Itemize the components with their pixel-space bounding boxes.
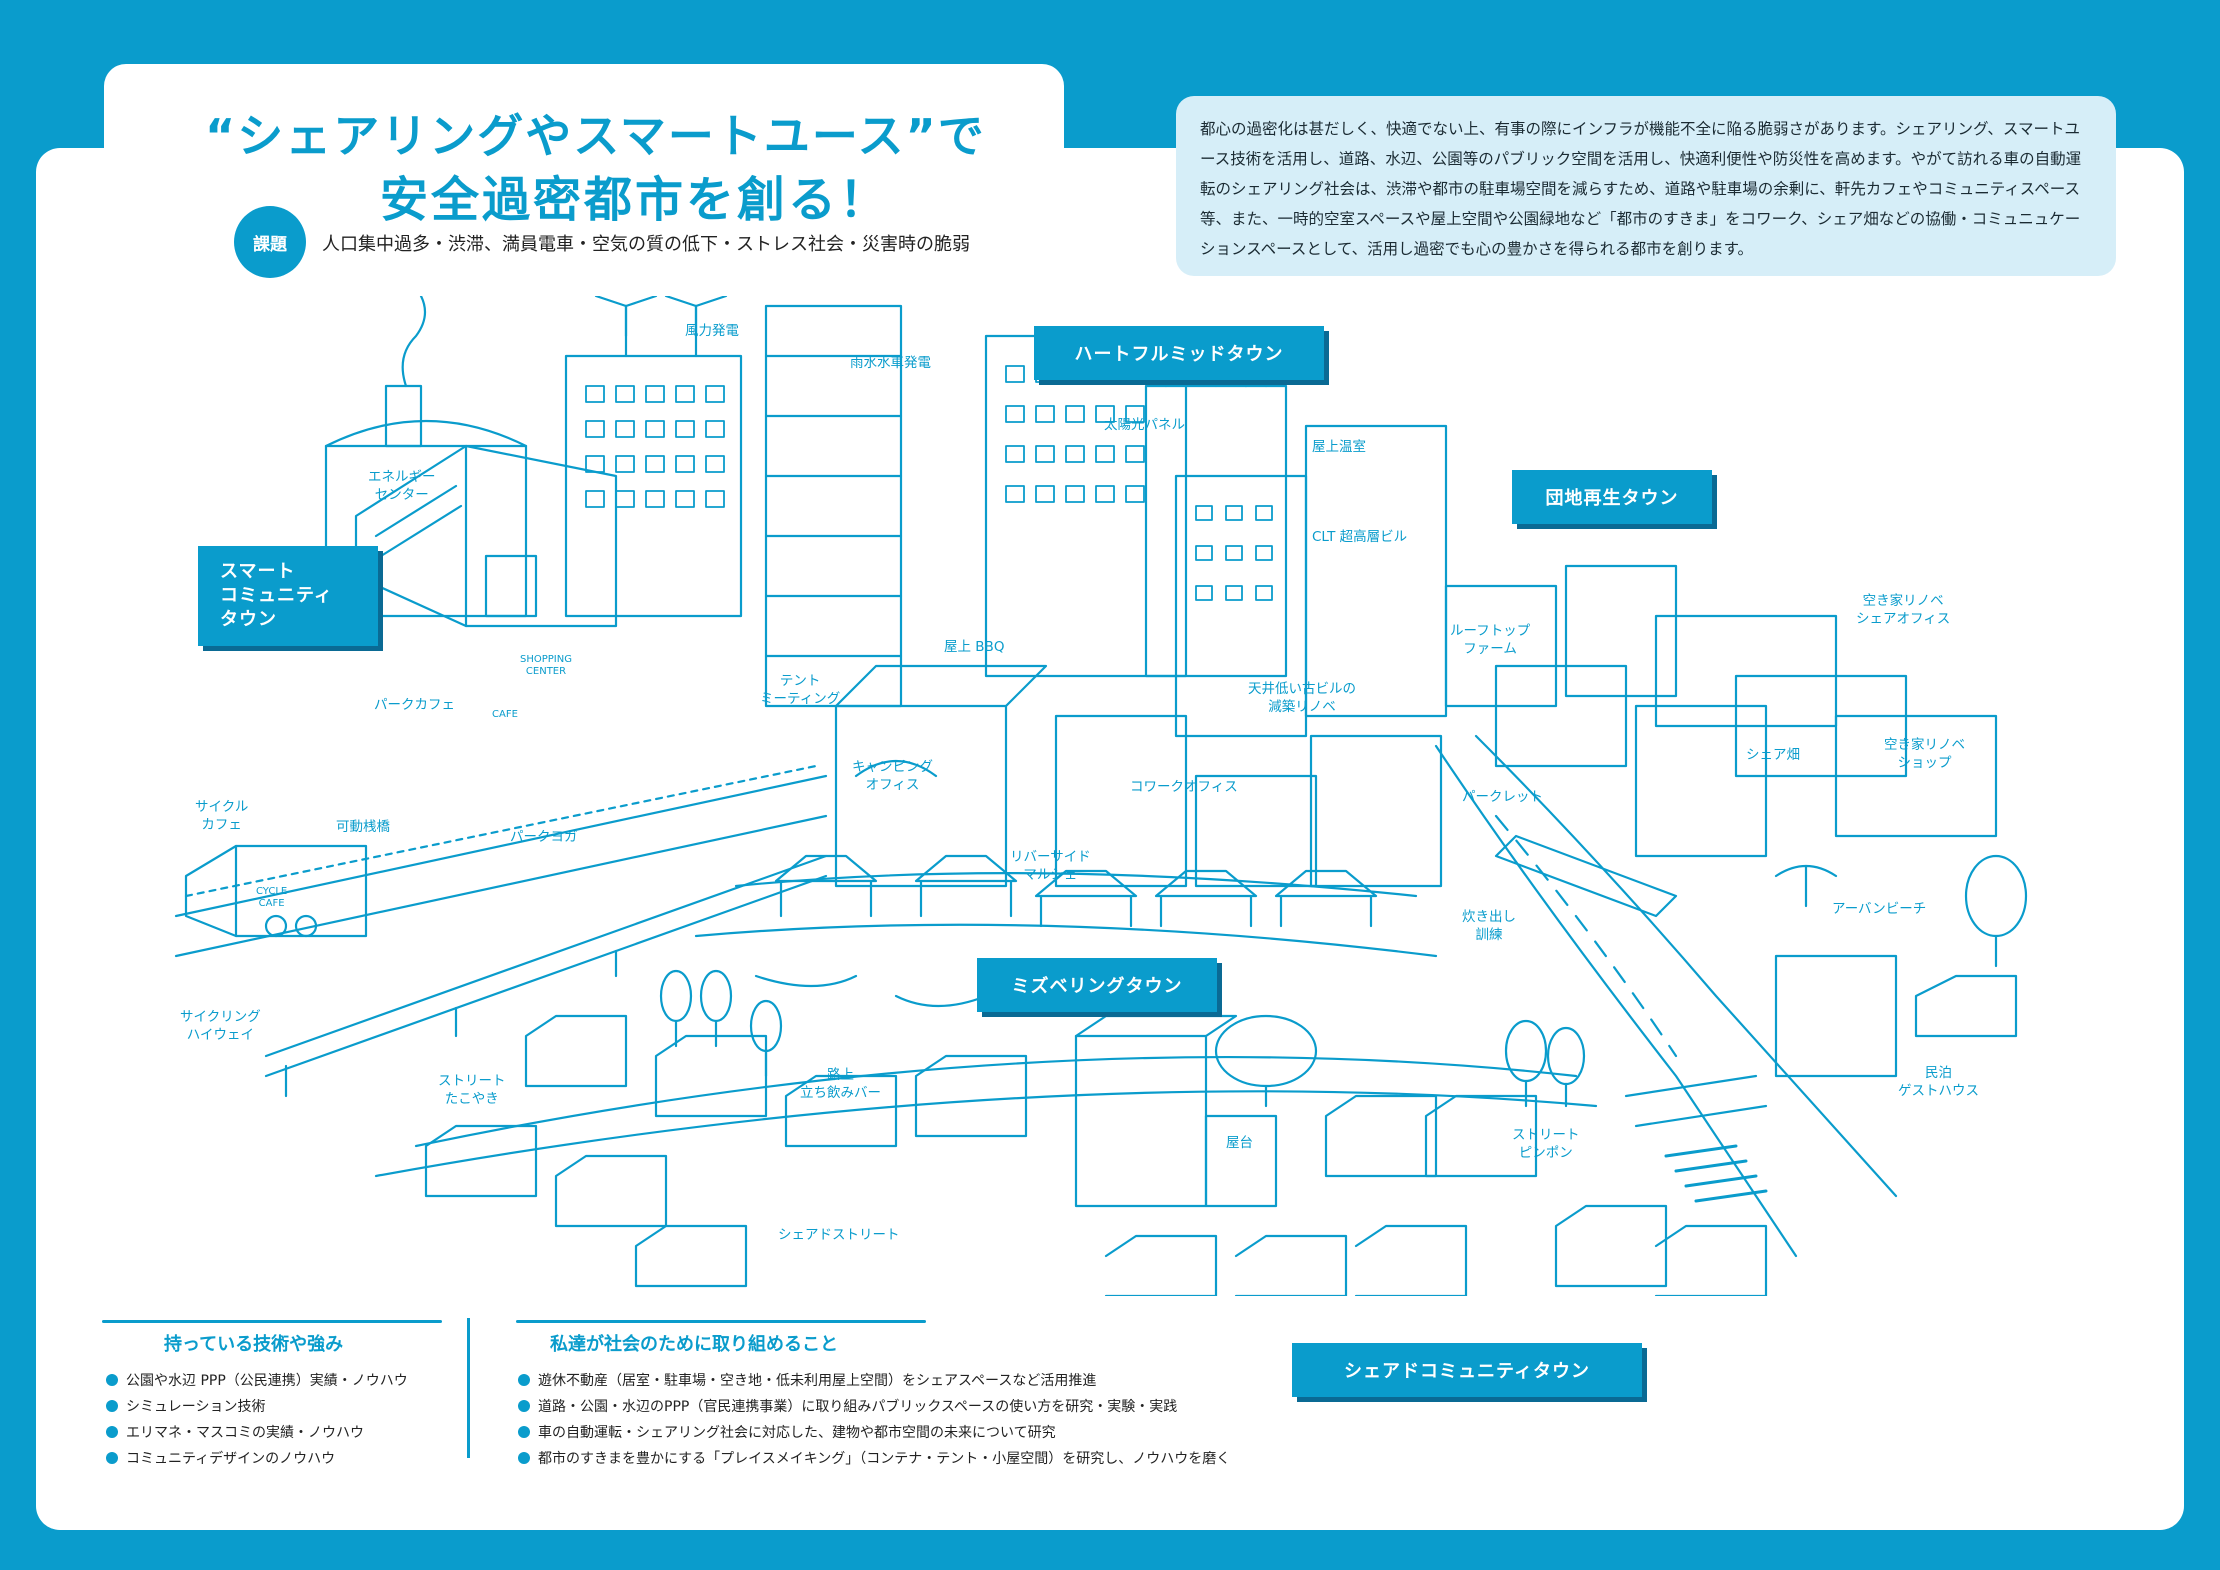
rainwater-tower (764, 304, 903, 708)
sign-shopping-center: SHOPPING CENTER (520, 654, 572, 677)
list-item: 都市のすきまを豊かにする「プレイスメイキング」（コンテナ・テント・小屋空間）を研… (518, 1445, 1230, 1471)
cycling-highway (174, 764, 828, 1098)
bullet-dot (106, 1426, 118, 1438)
bullet-dot (106, 1400, 118, 1412)
sheds (424, 1014, 1768, 1296)
list-item: 遊休不動産（居室・駐車場・空き地・低未利用屋上空間）をシェアスペースなど活用推進 (518, 1367, 1230, 1393)
label-greenhouse: 屋上温室 (1312, 439, 1366, 455)
bullet-dot (518, 1426, 530, 1438)
list-item: シミュレーション技術 (106, 1393, 408, 1419)
parklet-deck (1494, 834, 1678, 918)
beach-umbrella (1774, 864, 1838, 908)
label-cycle-cafe: サイクル カフェ (195, 799, 249, 833)
actions-underline (516, 1320, 926, 1323)
guesthouse (1774, 954, 2018, 1078)
label-movable: 可動桟橋 (336, 819, 390, 835)
label-wind: 風力発電 (685, 323, 739, 339)
energy-center (324, 296, 528, 618)
label-roof-farm: ルーフトップ ファーム (1450, 623, 1531, 657)
bullet-dot (518, 1374, 530, 1386)
strengths-list: 公園や水辺 PPP（公民連携）実績・ノウハウ シミュレーション技術 エリマネ・マ… (106, 1367, 408, 1471)
list-item-text: エリマネ・マスコミの実績・ノウハウ (126, 1425, 364, 1441)
label-rain: 雨水水車発電 (850, 355, 931, 371)
label-shared-street: シェアドストリート (778, 1227, 900, 1243)
center-building (1074, 1014, 1278, 1208)
page-title-line1: “シェアリングやスマートユース”で (205, 109, 986, 163)
label-cowork: コワークオフィス (1130, 779, 1238, 795)
sign-cycle-cafe: CYCLE CAFE (256, 886, 288, 909)
label-parklet: パークレット (1462, 789, 1543, 805)
label-akiya-shop: 空き家リノベ ショップ (1884, 737, 1965, 771)
zone-danchi-renewal: 団地再生タウン (1512, 470, 1712, 524)
label-renov: 天井低い古ビルの 減築リノベ (1248, 681, 1356, 715)
crosswalk (1664, 1144, 1768, 1203)
label-park-cafe: パークカフェ (374, 697, 455, 713)
list-item: 道路・公園・水辺のPPP（官民連携事業）に取り組みパブリックスペースの使い方を研… (518, 1393, 1230, 1419)
strengths-underline (102, 1320, 442, 1323)
list-item-text: 公園や水辺 PPP（公民連携）実績・ノウハウ (126, 1373, 408, 1389)
market-tents (774, 854, 1378, 928)
label-standing-bar: 路上 立ち飲みバー (800, 1067, 881, 1101)
cycle-cafe-building (184, 844, 368, 938)
label-solar: 太陽光パネル (1104, 417, 1185, 433)
list-item: 公園や水辺 PPP（公民連携）実績・ノウハウ (106, 1367, 408, 1393)
page-title-line2: 安全過密都市を創る！ (380, 172, 891, 228)
label-riverside: リバーサイド マルシェ (1010, 849, 1091, 883)
list-item-text: 遊休不動産（居室・駐車場・空き地・低未利用屋上空間）をシェアスペースなど活用推進 (538, 1373, 1097, 1389)
actions-list: 遊休不動産（居室・駐車場・空き地・低未利用屋上空間）をシェアスペースなど活用推進… (518, 1367, 1230, 1471)
label-tent: テント ミーティング (760, 673, 841, 707)
bullet-dot (518, 1452, 530, 1464)
label-clt: CLT 超高層ビル (1312, 529, 1408, 545)
sign-cafe: CAFE (492, 709, 518, 720)
section-divider (467, 1318, 470, 1458)
camping-office (834, 664, 1443, 888)
river (694, 872, 1438, 1008)
strengths-heading: 持っている技術や強み (164, 1334, 344, 1355)
label-energy: エネルギー センター (368, 469, 436, 503)
actions-heading: 私達が社会のために取り組めること (550, 1334, 838, 1355)
label-pingpong: ストリート ピンポン (1512, 1127, 1580, 1161)
list-item: エリマネ・マスコミの実績・ノウハウ (106, 1419, 408, 1445)
label-beach: アーバンビーチ (1832, 901, 1927, 917)
bullet-dot (106, 1452, 118, 1464)
list-item: 車の自動運転・シェアリング社会に対応した、建物や都市空間の未来について研究 (518, 1419, 1230, 1445)
label-minpaku: 民泊 ゲストハウス (1898, 1065, 1979, 1099)
windmill-tower (564, 296, 743, 618)
zone-shared-community: シェアドコミュニティタウン (1292, 1343, 1642, 1397)
list-item-text: 車の自動運転・シェアリング社会に対応した、建物や都市空間の未来について研究 (538, 1425, 1056, 1441)
intro-text: 都心の過密化は甚だしく、快適でない上、有事の際にインフラが機能不全に陥る脆弱さが… (1176, 96, 2116, 276)
bullet-dot (518, 1400, 530, 1412)
label-camping: キャンピング オフィス (852, 759, 933, 793)
label-yatai: 屋台 (1226, 1135, 1253, 1151)
bullet-dot (106, 1374, 118, 1386)
list-item: コミュニティデザインのノウハウ (106, 1445, 408, 1471)
issue-badge: 課題 (234, 206, 306, 278)
label-share-farm: シェア畑 (1746, 747, 1800, 763)
city-illustration (174, 296, 2028, 1296)
label-park-yoga: パークヨガ (510, 829, 578, 845)
zone-mizubering: ミズベリングタウン (977, 958, 1217, 1012)
list-item-text: 道路・公園・水辺のPPP（官民連携事業）に取り組みパブリックスペースの使い方を研… (538, 1399, 1178, 1415)
list-item-text: コミュニティデザインのノウハウ (126, 1451, 336, 1467)
zone-smart-community: スマート コミュニティ タウン (198, 546, 378, 646)
issue-text: 人口集中過多・渋滞、満員電車・空気の質の低下・ストレス社会・災害時の脆弱 (322, 234, 970, 255)
label-akiya-office: 空き家リノベ シェアオフィス (1856, 593, 1951, 627)
list-item-text: シミュレーション技術 (126, 1399, 266, 1415)
zone-heartful-midtown: ハートフルミッドタウン (1034, 326, 1324, 380)
roads (374, 734, 1898, 1258)
label-cycling: サイクリング ハイウェイ (180, 1009, 261, 1043)
label-takoyaki: ストリート たこやき (438, 1073, 506, 1107)
label-roof-bbq: 屋上 BBQ (944, 639, 1005, 655)
danchi-buildings (1444, 564, 1998, 858)
label-takidashi: 炊き出し 訓練 (1462, 909, 1516, 943)
list-item-text: 都市のすきまを豊かにする「プレイスメイキング」（コンテナ・テント・小屋空間）を研… (538, 1451, 1231, 1467)
